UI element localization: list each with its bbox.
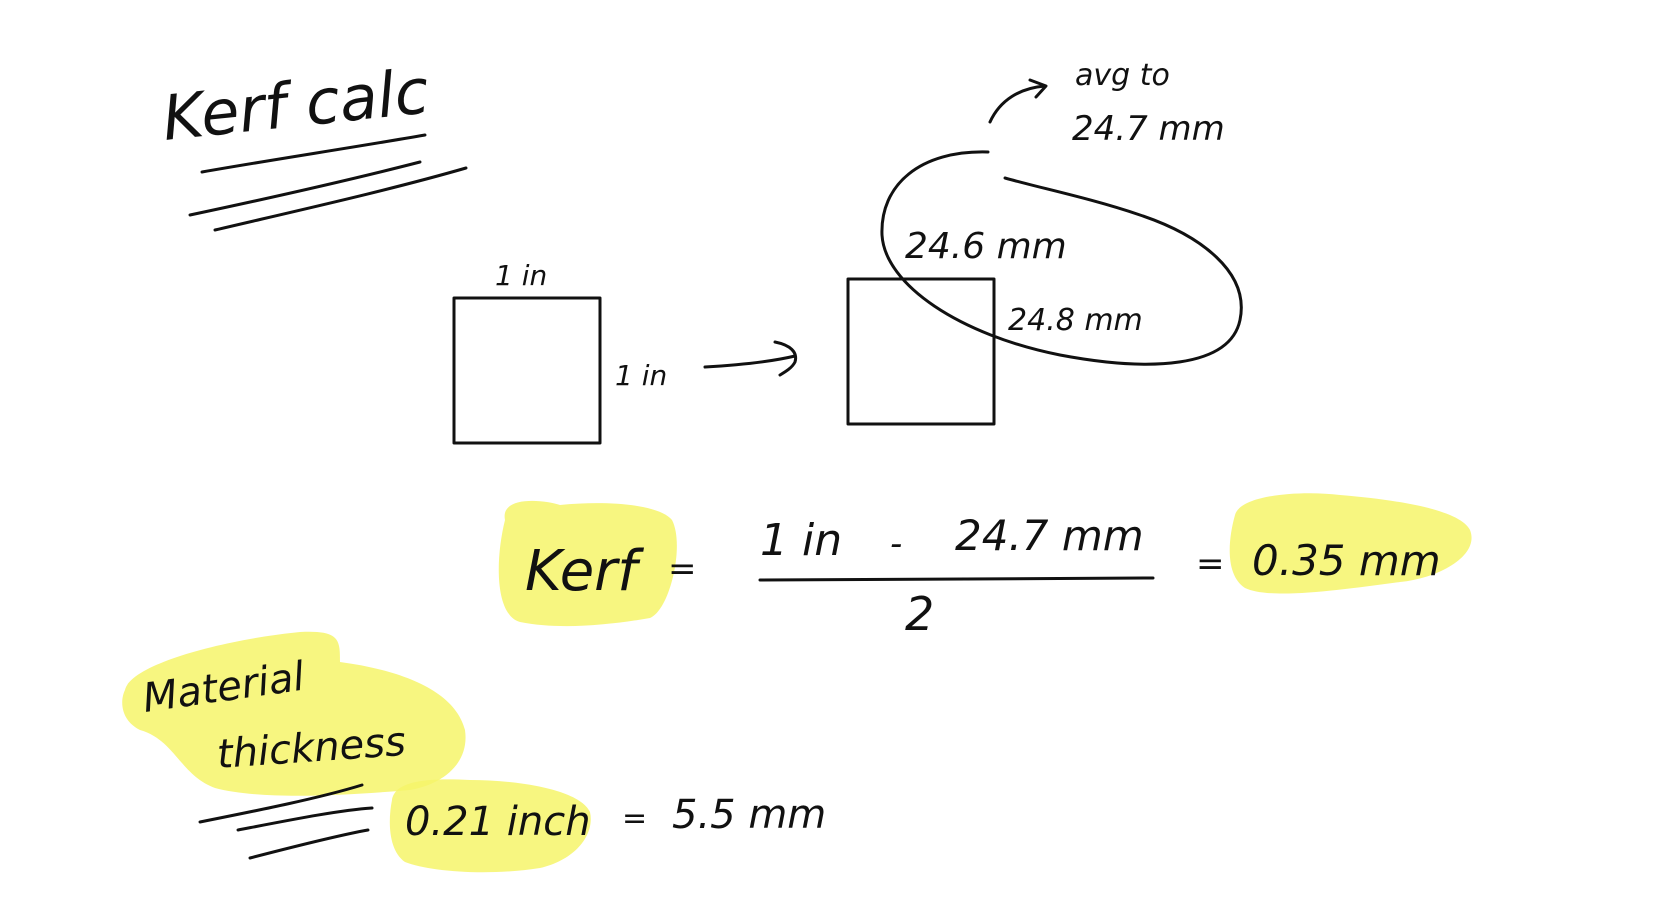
avg-note-line2: 24.7 mm xyxy=(1072,109,1225,149)
avg-note-line1: avg to xyxy=(1075,58,1170,93)
highlights xyxy=(122,493,1472,873)
original-side-label: 1 in xyxy=(615,359,667,392)
kerf-lhs: Kerf xyxy=(525,539,644,604)
kerf-highlight xyxy=(498,500,677,627)
avg-arrow xyxy=(988,84,1047,124)
material-value-mm: 5.5 mm xyxy=(672,792,826,838)
material-equals: = xyxy=(622,801,647,836)
avg-arrow-head xyxy=(1028,78,1048,99)
cut-square-group: 24.6 mm 24.8 mm avg to 24.7 mm xyxy=(846,58,1243,426)
original-top-label: 1 in xyxy=(495,259,547,292)
material-value-inch: 0.21 inch xyxy=(405,799,591,845)
material-underline-2 xyxy=(236,806,374,832)
numerator-b: 24.7 mm xyxy=(955,511,1144,560)
material-group: Material thickness 0.21 inch = 5.5 mm xyxy=(140,654,826,860)
fraction-bar xyxy=(758,576,1155,582)
title-underline-2 xyxy=(188,160,422,217)
kerf-formula: Kerf = 1 in - 24.7 mm 2 = 0.35 mm xyxy=(525,511,1441,641)
arrow-head xyxy=(773,340,798,377)
kerf-result: 0.35 mm xyxy=(1252,536,1441,585)
denominator: 2 xyxy=(905,587,934,641)
transform-arrow xyxy=(703,340,798,377)
measurement-loop xyxy=(880,150,1243,366)
kerf-equals-2: = xyxy=(1196,544,1225,584)
material-highlight xyxy=(122,631,466,796)
numerator-minus: - xyxy=(890,524,902,564)
original-square xyxy=(452,296,602,445)
cut-side-label: 24.8 mm xyxy=(1008,303,1143,338)
title-underline-1 xyxy=(200,133,427,174)
numerator-a: 1 in xyxy=(760,515,842,566)
material-underline-3 xyxy=(248,828,370,860)
original-square-group: 1 in 1 in xyxy=(452,259,667,445)
cut-square xyxy=(846,277,996,426)
inch-value-highlight xyxy=(389,779,591,873)
cut-top-label: 24.6 mm xyxy=(905,226,1067,267)
result-highlight xyxy=(1229,493,1472,594)
kerf-equals-1: = xyxy=(668,549,697,589)
arrow-shaft xyxy=(703,354,797,369)
title-group: Kerf calc xyxy=(159,54,468,232)
material-underline-1 xyxy=(198,783,364,824)
title-underline-3 xyxy=(213,166,468,232)
